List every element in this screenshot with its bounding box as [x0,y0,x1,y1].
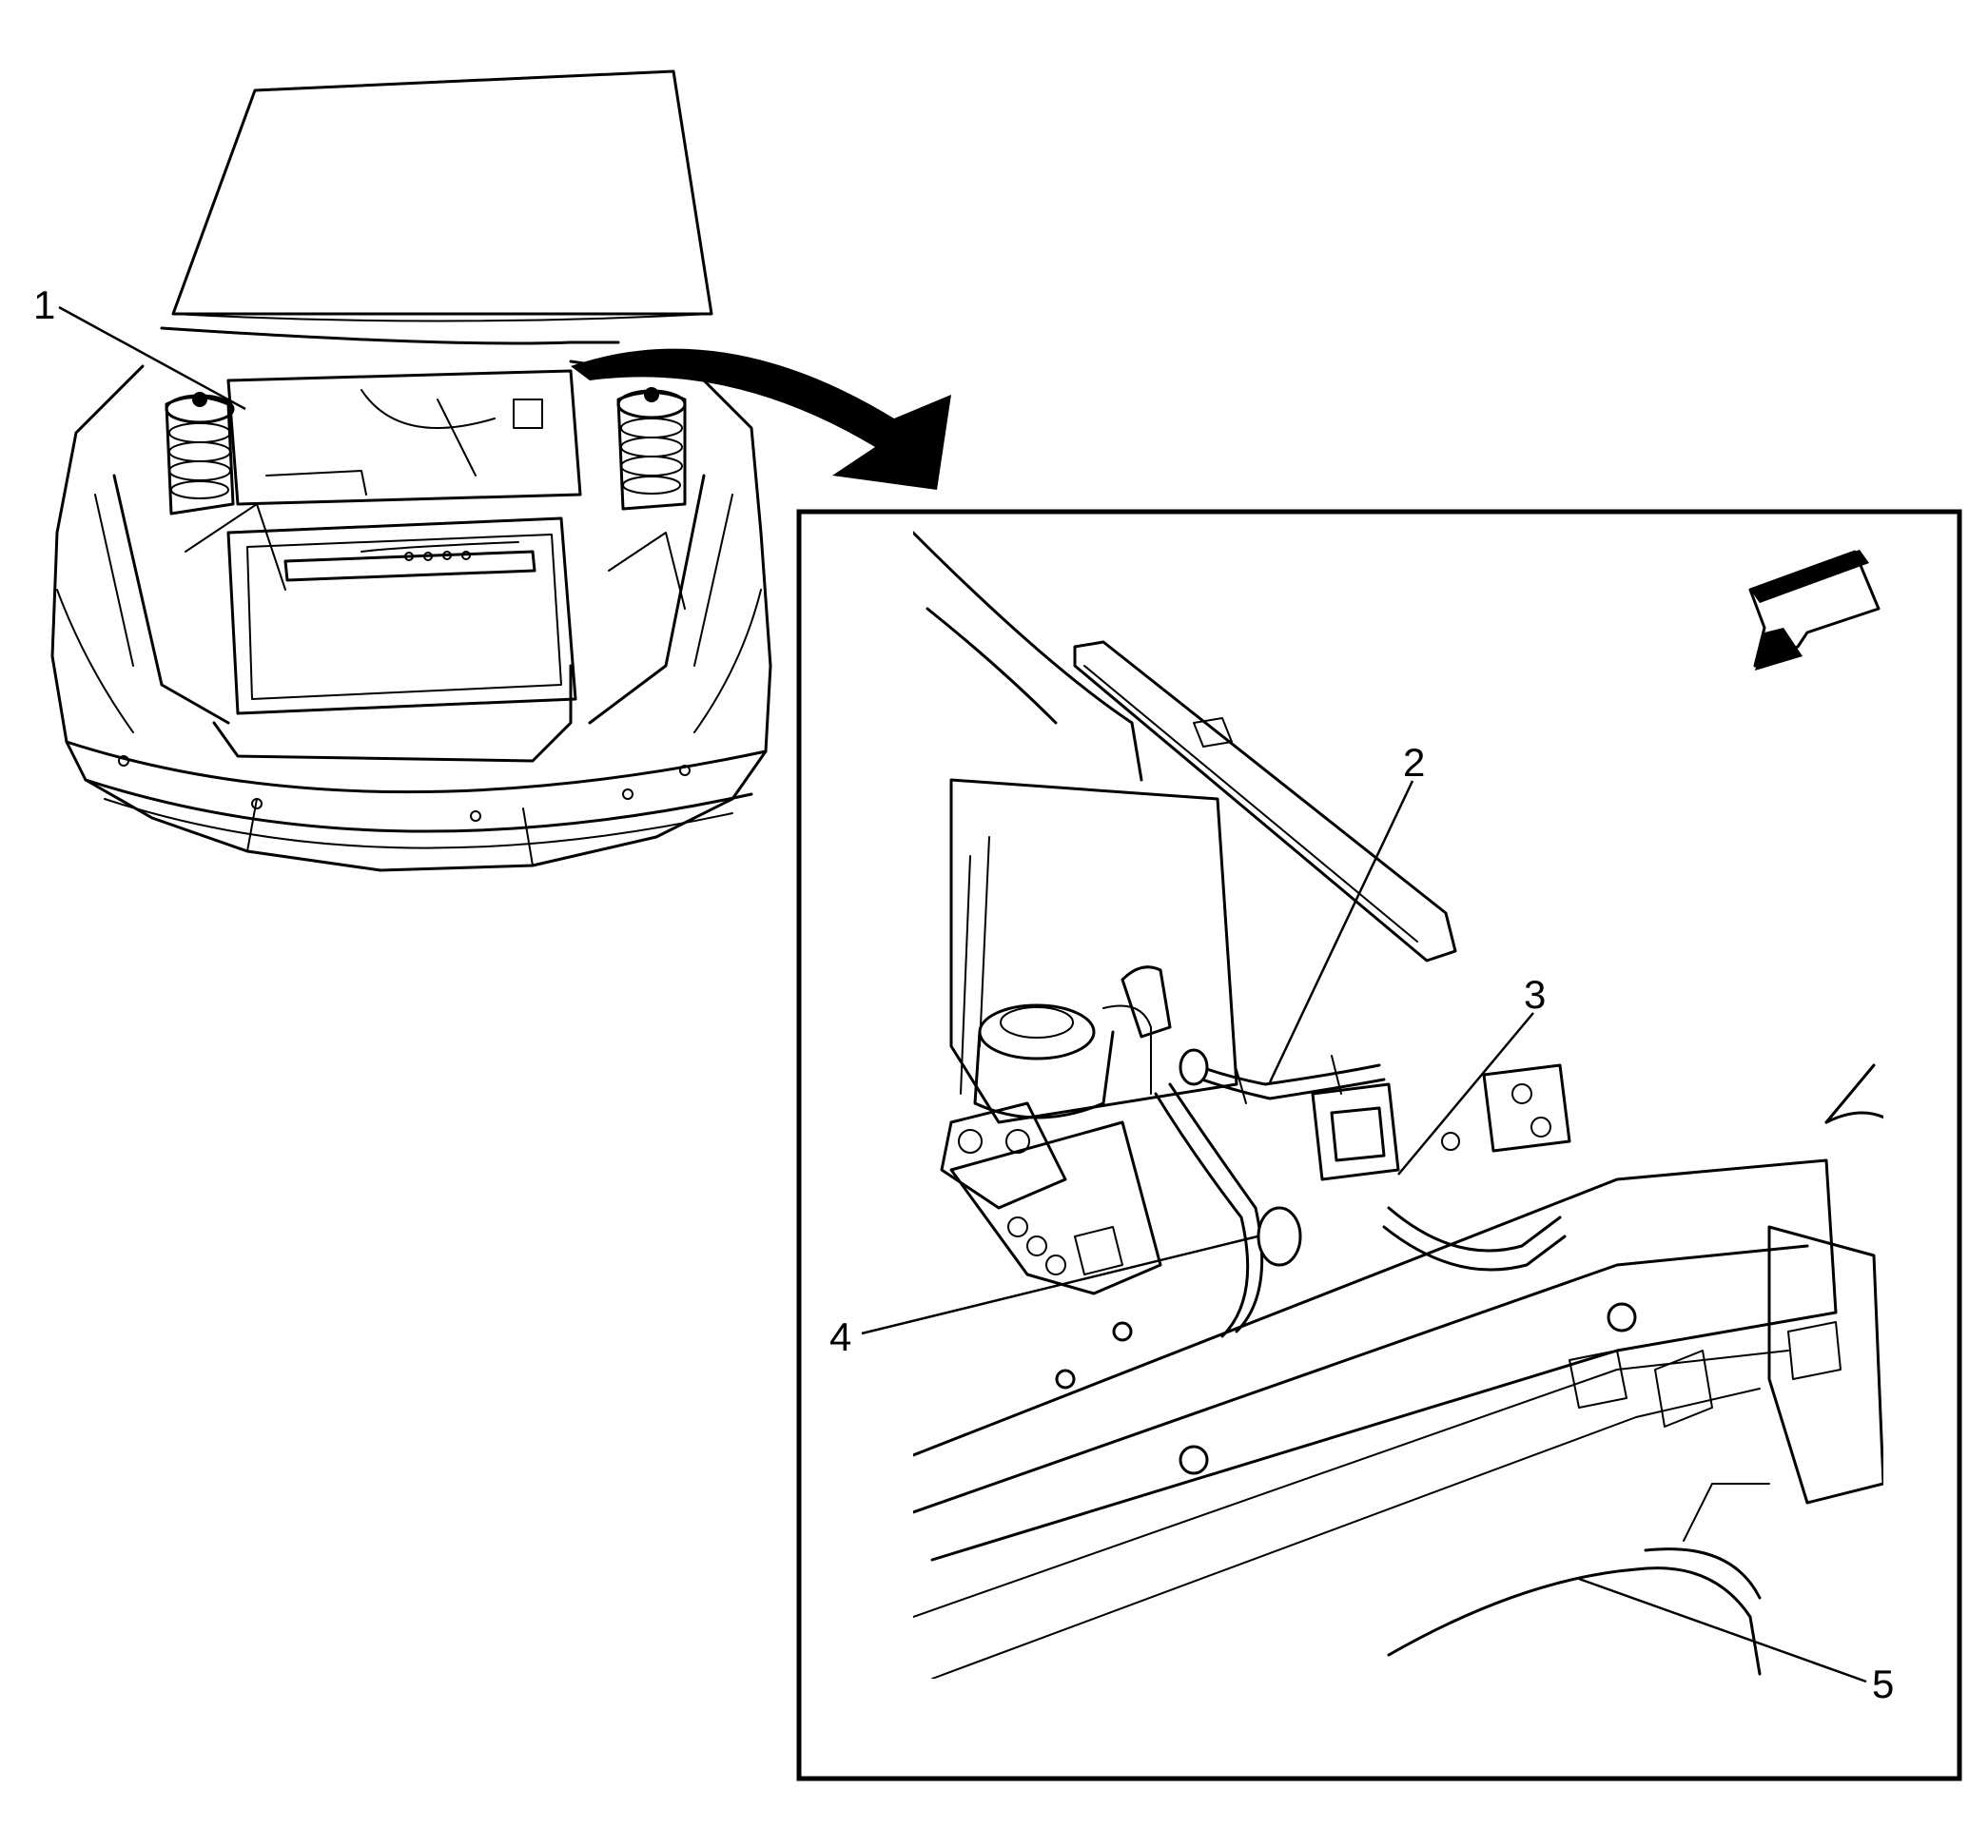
leader-line-4 [861,1235,1258,1335]
leader-line-1 [58,305,246,411]
callout-leaders [58,305,1867,1683]
callout-5: 5 [1872,1662,1894,1706]
callout-labels: 1 2 3 4 5 [33,282,1894,1706]
leader-line-2 [1268,780,1414,1083]
leader-line-3 [1397,1012,1534,1176]
leader-line-5 [1578,1577,1867,1683]
orientation-arrow-icon [1748,550,1881,671]
callout-2: 2 [1403,740,1425,785]
callout-3: 3 [1524,972,1546,1017]
callout-4: 4 [829,1314,851,1359]
vehicle-front-overview-icon [50,69,772,872]
callout-1: 1 [33,282,55,327]
engine-compartment-detail-icon [796,509,1962,1781]
curved-pointer-arrow-icon [571,348,951,490]
